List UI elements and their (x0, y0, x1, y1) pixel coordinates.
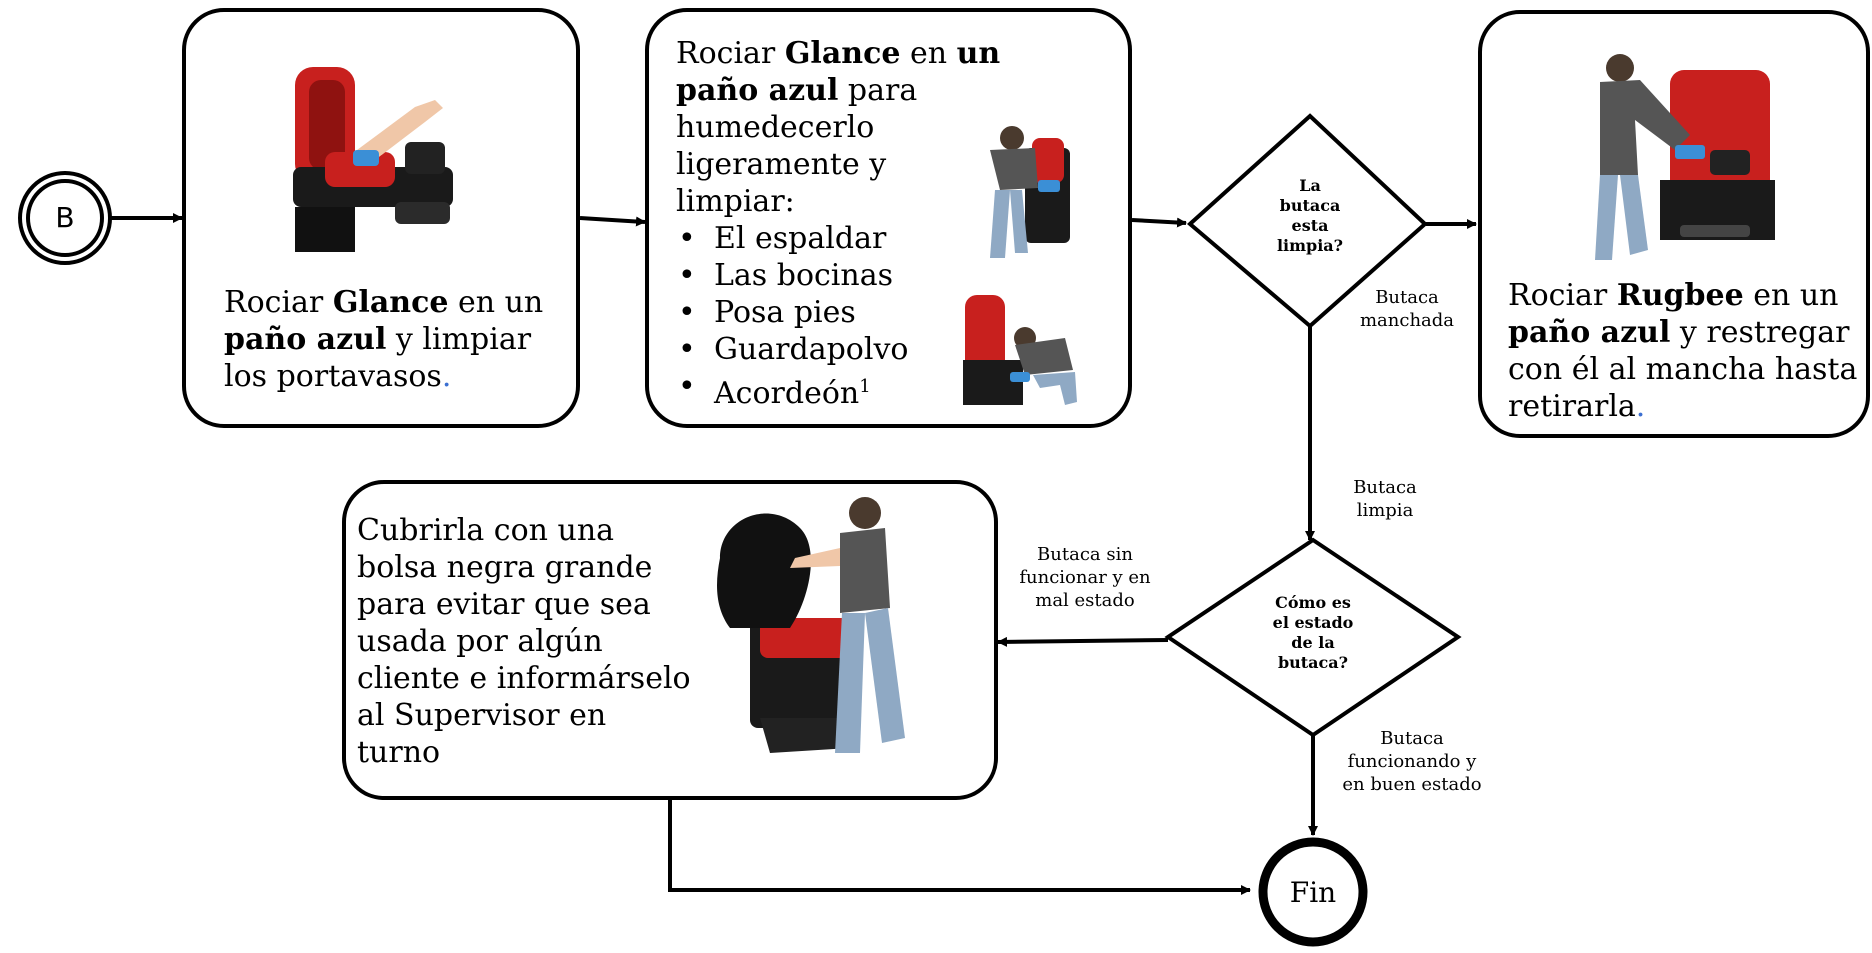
list-item: El espaldar (676, 220, 1016, 257)
decision1-label: La butaca esta limpia? (1276, 176, 1344, 255)
arrow-step4-to-fin (668, 800, 1251, 895)
arrow-step2-to-decision1 (1131, 217, 1187, 228)
step2-item-list: El espaldar Las bocinas Posa pies Guarda… (676, 220, 1016, 411)
list-item: Las bocinas (676, 257, 1016, 294)
list-item: Posa pies (676, 294, 1016, 331)
step1-box (182, 8, 580, 428)
worker-covering-seat-photo (717, 497, 905, 753)
worker-scrubbing-seat-photo (1595, 54, 1775, 260)
step3-text: Rociar Rugbee en un paño azul y restrega… (1508, 278, 1858, 424)
list-item: Guardapolvo (676, 331, 1016, 368)
decision1-diamond (1186, 113, 1428, 329)
step4-text: Cubrirla con una bolsa negra grande para… (357, 513, 691, 770)
start-node-inner (26, 179, 104, 257)
end-node-circle (1258, 837, 1368, 947)
end-node-label: Fin (1289, 876, 1337, 909)
arrow-step1-to-step2 (579, 216, 646, 227)
edge-label-mal-estado: Butaca sin funcionar y en mal estado (1019, 544, 1151, 611)
step1-text: Rociar Glance en un paño azul y limpiar … (224, 285, 544, 394)
decision2-diamond (1164, 537, 1462, 738)
edge-label-limpia: Butaca limpia (1353, 477, 1417, 521)
worker-cleaning-footrest-photo (963, 295, 1077, 405)
arrow-decision2-to-step4 (997, 636, 1169, 647)
list-item: Acordeón1 (676, 368, 1016, 411)
decision2-label: Cómo es el estado de la butaca? (1272, 593, 1354, 672)
worker-cleaning-backrest-photo (990, 126, 1070, 258)
edge-label-manchada: Butaca manchada (1359, 287, 1455, 331)
start-node-label: B (55, 201, 75, 234)
edge-label-buen-estado: Butaca funcionando y en buen estado (1342, 728, 1482, 795)
step2-text: Rociar Glance en un paño azul para humed… (676, 35, 1016, 411)
seat-cleaning-cupholder-photo (293, 67, 453, 252)
